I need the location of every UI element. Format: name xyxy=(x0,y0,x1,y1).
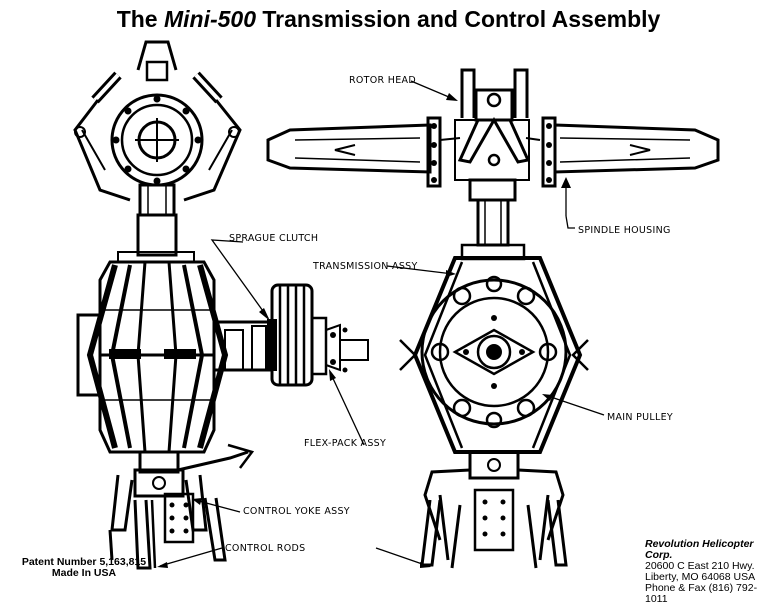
right-view-control-yoke xyxy=(420,450,568,569)
leader-arrowheads xyxy=(157,93,571,568)
company-address-line1: 20600 C East 210 Hwy. xyxy=(645,560,755,572)
title-model: Mini-500 xyxy=(163,6,256,32)
transmission-assy-label: TRANSMISSION ASSY xyxy=(313,261,418,272)
flex-pack-assy-label: FLEX-PACK ASSY xyxy=(304,438,387,449)
right-view-transmission xyxy=(399,243,589,454)
control-yoke-assy-label: CONTROL YOKE ASSY xyxy=(243,506,350,517)
assembly-drawing xyxy=(73,40,720,570)
left-view-control-yoke xyxy=(108,468,227,570)
main-pulley-label: MAIN PULLEY xyxy=(607,412,673,423)
rotor-head-label: ROTOR HEAD xyxy=(349,75,416,86)
company-info: Revolution Helicopter Corp. 20600 C East… xyxy=(645,539,777,605)
leader-lines xyxy=(159,80,605,567)
right-view-rotor-head xyxy=(266,68,720,247)
spindle-housing-label: SPINDLE HOUSING xyxy=(578,225,671,236)
patent-info: Patent Number 5,163,815 Made In USA xyxy=(4,557,164,579)
left-view-transmission xyxy=(76,213,369,474)
title-suffix: Transmission and Control Assembly xyxy=(256,6,661,32)
patent-number: Patent Number 5,163,815 xyxy=(21,556,147,568)
company-name: Revolution Helicopter Corp. xyxy=(645,538,754,561)
sprague-clutch-label: SPRAGUE CLUTCH xyxy=(229,233,319,244)
control-rods-label: CONTROL RODS xyxy=(225,543,306,554)
left-view-rotor-head xyxy=(73,40,242,217)
title-prefix: The xyxy=(116,6,164,32)
company-address-line2: Liberty, MO 64068 USA xyxy=(645,571,756,583)
diagram-title: The Mini-500 Transmission and Control As… xyxy=(0,6,777,32)
company-phone: Phone & Fax (816) 792-1011 xyxy=(645,582,758,605)
made-in-usa: Made In USA xyxy=(51,567,117,579)
